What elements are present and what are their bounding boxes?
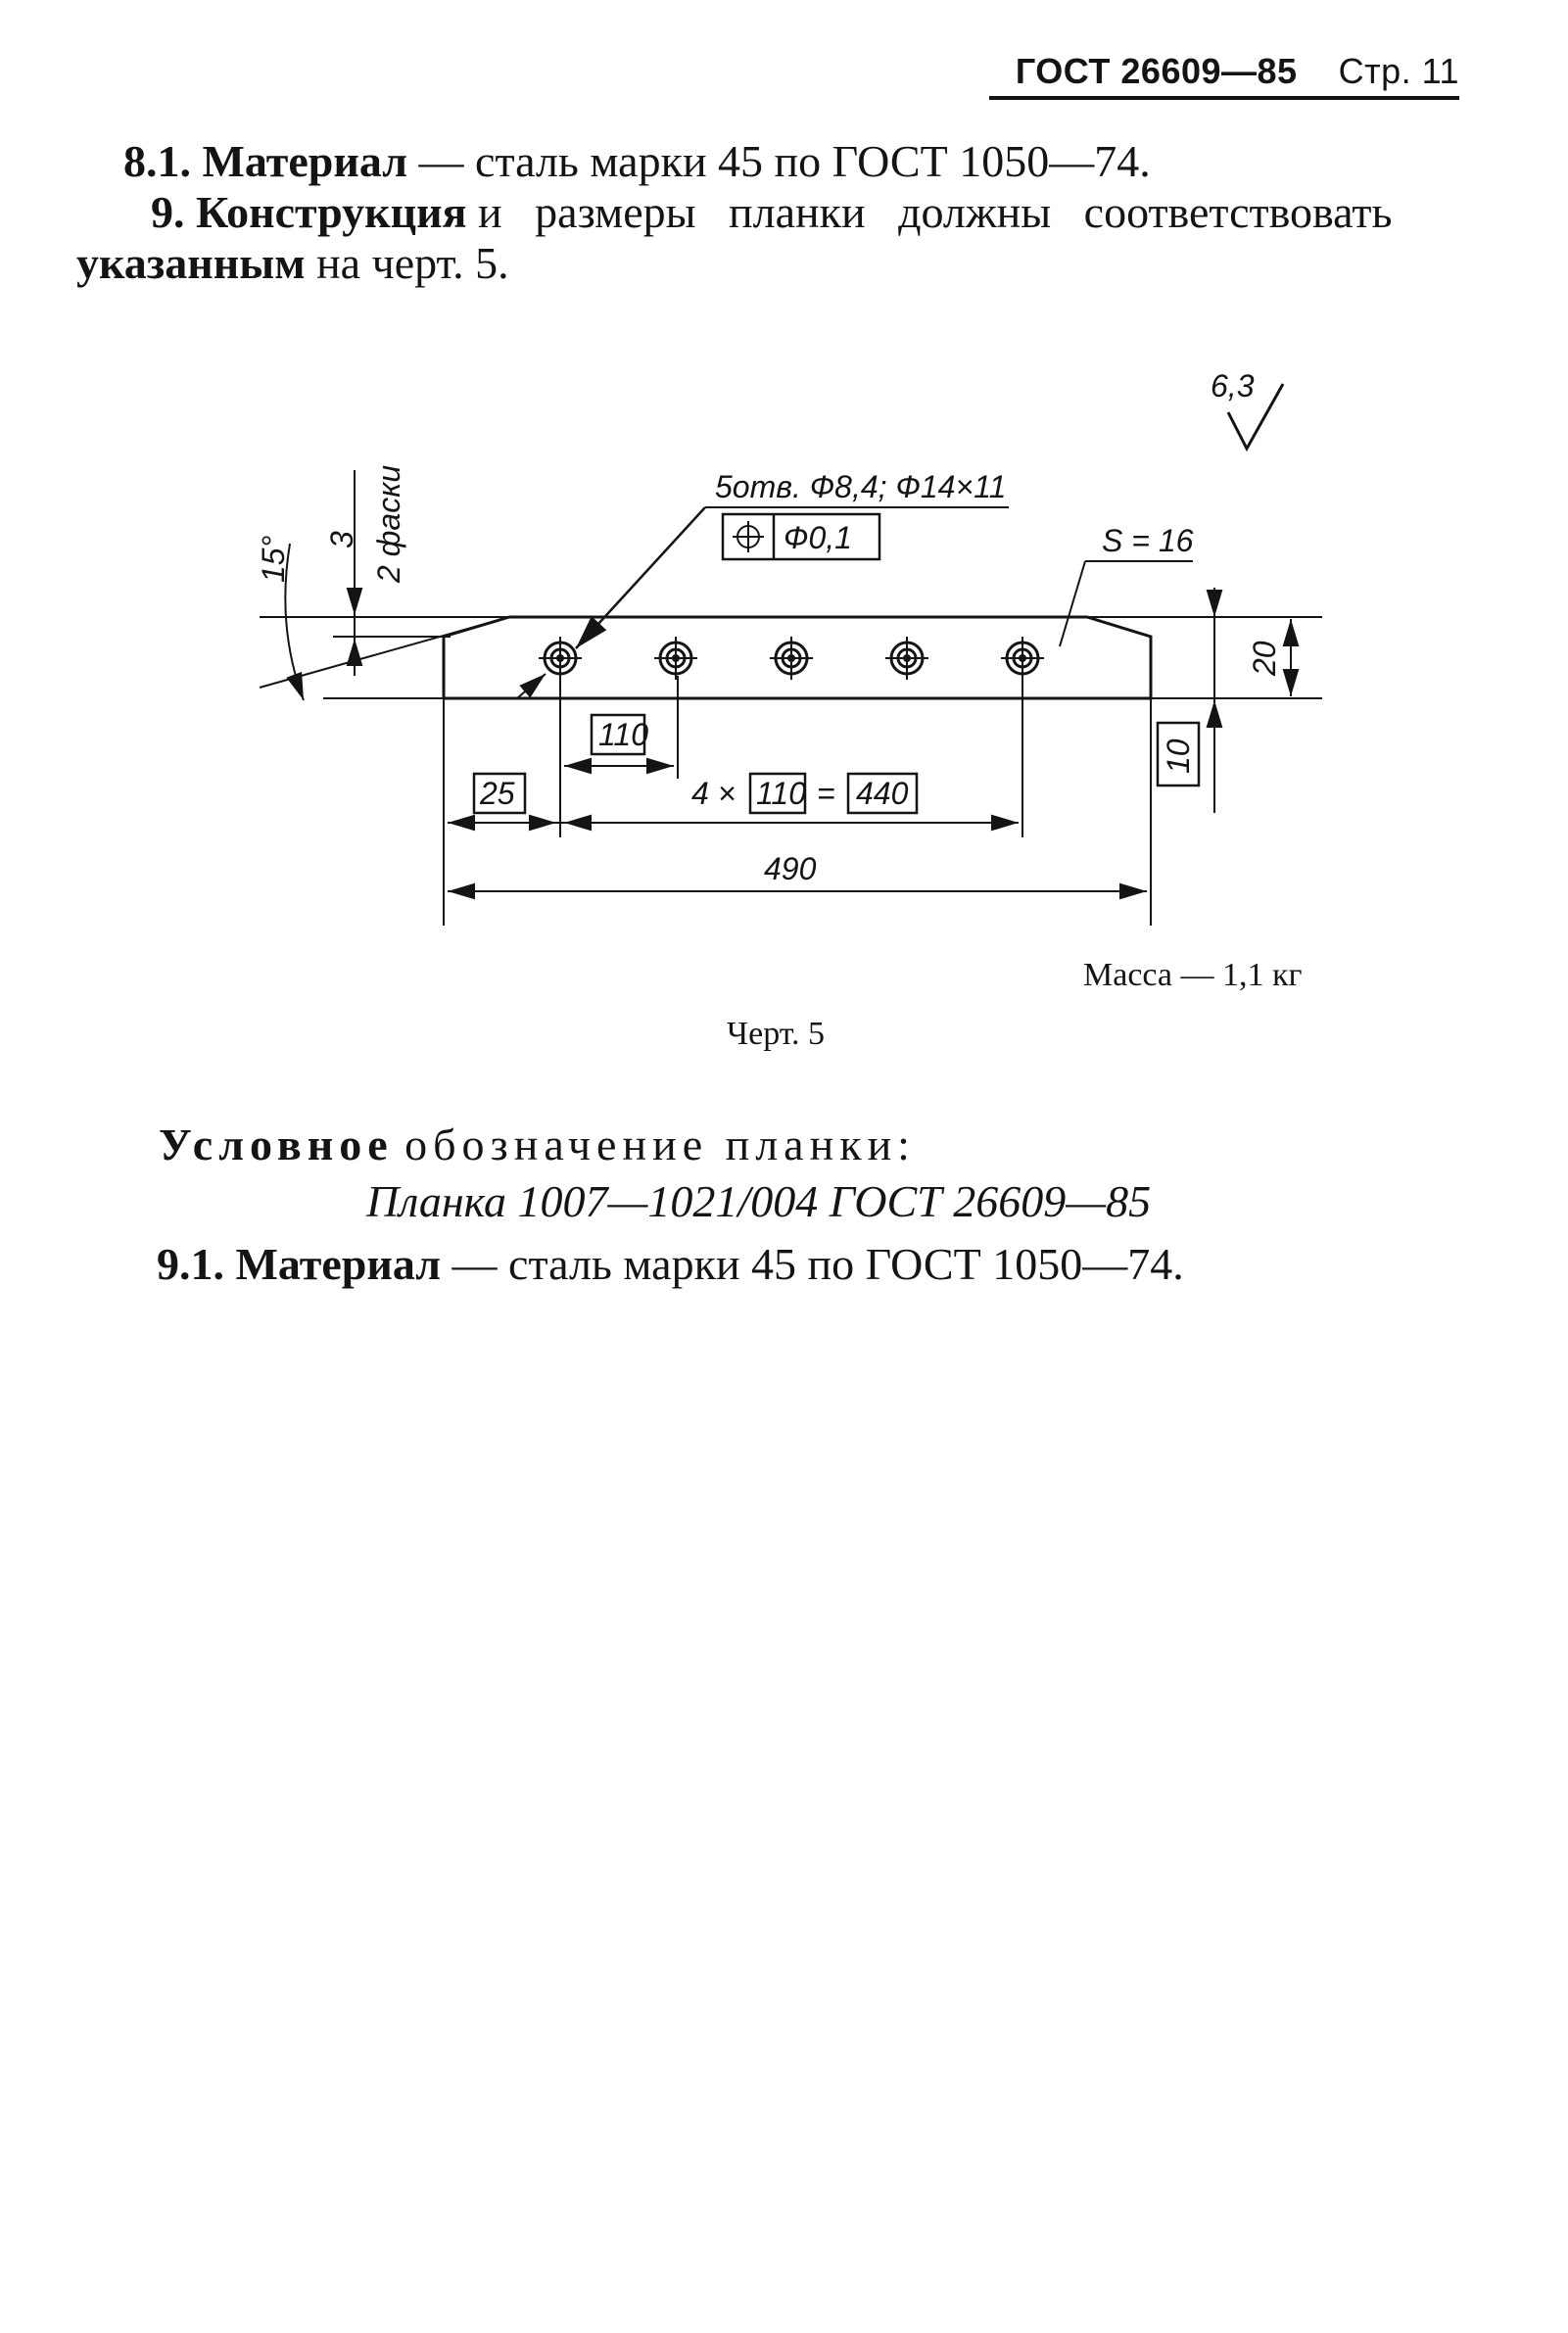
p9-line2-text: на черт. 5. — [316, 238, 509, 288]
holes-group — [539, 637, 1044, 680]
hole-5 — [1001, 637, 1044, 680]
pitch-value: 110 — [598, 717, 648, 752]
thickness-label: S = 16 — [1102, 523, 1194, 558]
equals-sign: = — [817, 776, 835, 811]
designation-label-text: обозначение планки: — [404, 1119, 916, 1169]
hole-2 — [654, 637, 697, 680]
first-hole-value: 25 — [479, 776, 515, 811]
pitch-box — [590, 713, 646, 756]
p81-text: — сталь марки 45 по ГОСТ 1050—74. — [418, 136, 1151, 186]
position-tolerance-value: Ф0,1 — [784, 520, 852, 555]
header-page: Стр. 11 — [1338, 51, 1459, 91]
paragraph-8-1: 8.1. Материал — сталь марки 45 по ГОСТ 1… — [123, 135, 1151, 187]
chamfer-annotation: 15° 3 2 фаски — [256, 465, 510, 701]
holes-leader-tail — [516, 673, 546, 699]
pitch-total-value: 440 — [856, 776, 909, 811]
chamfer-angle: 15° — [256, 535, 291, 583]
hole-1 — [539, 637, 582, 680]
chamfer-count: 2 фаски — [371, 465, 406, 584]
first-hole-box — [472, 772, 527, 815]
chamfer-size: 3 — [324, 531, 359, 548]
roughness-value: 6,3 — [1211, 368, 1255, 404]
holes-note: 5отв. Ф8,4; Ф14×11 — [715, 469, 1006, 504]
mass-label: Масса — 1,1 кг — [1083, 957, 1303, 993]
p91-text: — сталь марки 45 по ГОСТ 1050—74. — [451, 1239, 1184, 1289]
thickness-leader — [1059, 560, 1086, 647]
pitch-multiplier: 4 × — [691, 776, 736, 811]
p91-bold: Материал — [235, 1239, 442, 1289]
overall-length: 490 — [764, 851, 817, 886]
pitch-multi-box — [748, 772, 807, 815]
p9-text: и размеры планки должны соответствовать — [478, 187, 1393, 237]
drawing-plate: 6,3 5отв. Ф8,4; Ф14×11 Ф0,1 S = 16 15° 3… — [256, 368, 1322, 926]
hole-4 — [885, 637, 928, 680]
height-value: 20 — [1247, 641, 1282, 677]
pitch-total-box — [846, 772, 919, 815]
designation-label-bold: Условное — [159, 1119, 394, 1169]
edge-offset-box — [1156, 721, 1201, 787]
roughness-symbol: 6,3 — [1211, 368, 1285, 452]
p9-bold: 9. Конструкция — [151, 187, 467, 237]
header-standard: ГОСТ 26609—85 — [1015, 51, 1298, 91]
p91-number: 9.1. — [157, 1239, 224, 1289]
paragraph-9-1: 9.1. Материал — сталь марки 45 по ГОСТ 1… — [157, 1238, 1184, 1290]
figure-caption: Черт. 5 — [727, 1016, 826, 1052]
holes-leader — [575, 506, 706, 649]
paragraph-9-line2: указанным на черт. 5. — [76, 237, 509, 289]
paragraph-9-line1: 9. Конструкция и размеры планки должны с… — [151, 186, 1459, 238]
pitch-multi-value: 110 — [756, 776, 806, 811]
p81-bold: Материал — [202, 136, 408, 186]
hole-3 — [770, 637, 813, 680]
p81-number: 8.1. — [123, 136, 191, 186]
position-tolerance-frame: Ф0,1 — [721, 512, 881, 561]
designation-label: Условное обозначение планки: — [159, 1119, 916, 1170]
edge-offset-value: 10 — [1161, 738, 1196, 774]
designation-value: Планка 1007—1021/004 ГОСТ 26609—85 — [366, 1176, 1152, 1226]
page-header: ГОСТ 26609—85 Стр. 11 — [989, 51, 1459, 100]
p9-line2-bold: указанным — [76, 238, 306, 288]
